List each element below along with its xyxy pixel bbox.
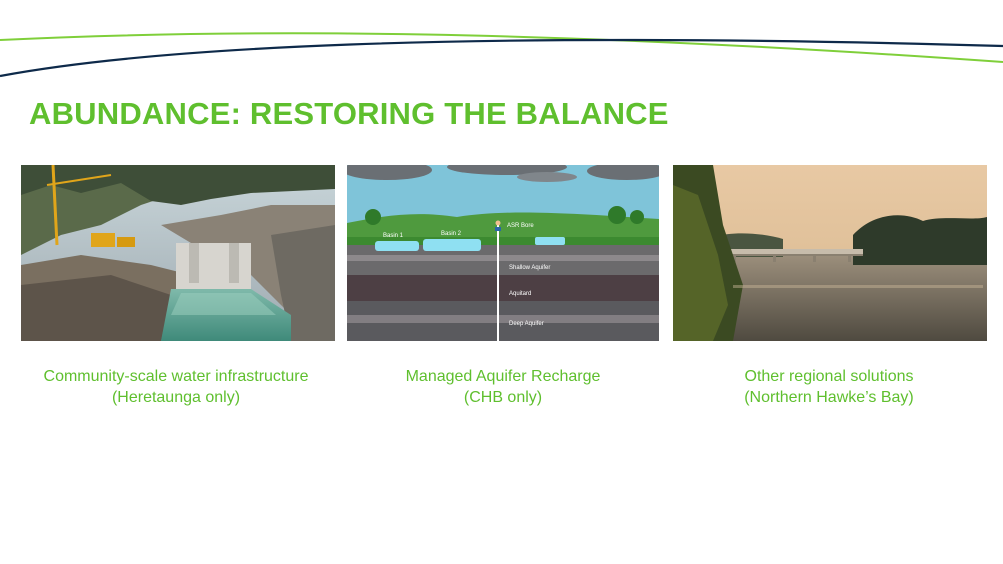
label-basin1: Basin 1 [383,233,404,239]
aquifer-recharge-diagram: Basin 1 Basin 2 ASR Bore Shallow Aquifer… [347,165,659,341]
caption-community-infrastructure: Community-scale water infrastructure (He… [11,366,341,408]
caption-aquifer-recharge: Managed Aquifer Recharge (CHB only) [338,366,668,408]
header-swoosh [0,32,1003,78]
label-shallow-aquifer: Shallow Aquifer [509,265,550,271]
caption-line: Other regional solutions [744,368,914,385]
label-aquitard: Aquitard [509,291,531,297]
label-asr-bore: ASR Bore [507,223,534,229]
caption-line: (Northern Hawke’s Bay) [744,389,914,406]
label-deep-aquifer: Deep Aquifer [509,321,544,327]
label-basin2: Basin 2 [441,231,462,237]
river-bridge-image [673,165,987,341]
slide-title: ABUNDANCE: RESTORING THE BALANCE [29,96,669,131]
dam-construction-image [21,165,335,341]
caption-line: (Heretaunga only) [111,389,241,406]
caption-line: (CHB only) [463,389,543,406]
caption-line: Managed Aquifer Recharge [405,368,601,385]
caption-line: Community-scale water infrastructure [43,368,309,385]
caption-regional-solutions: Other regional solutions (Northern Hawke… [664,366,994,408]
